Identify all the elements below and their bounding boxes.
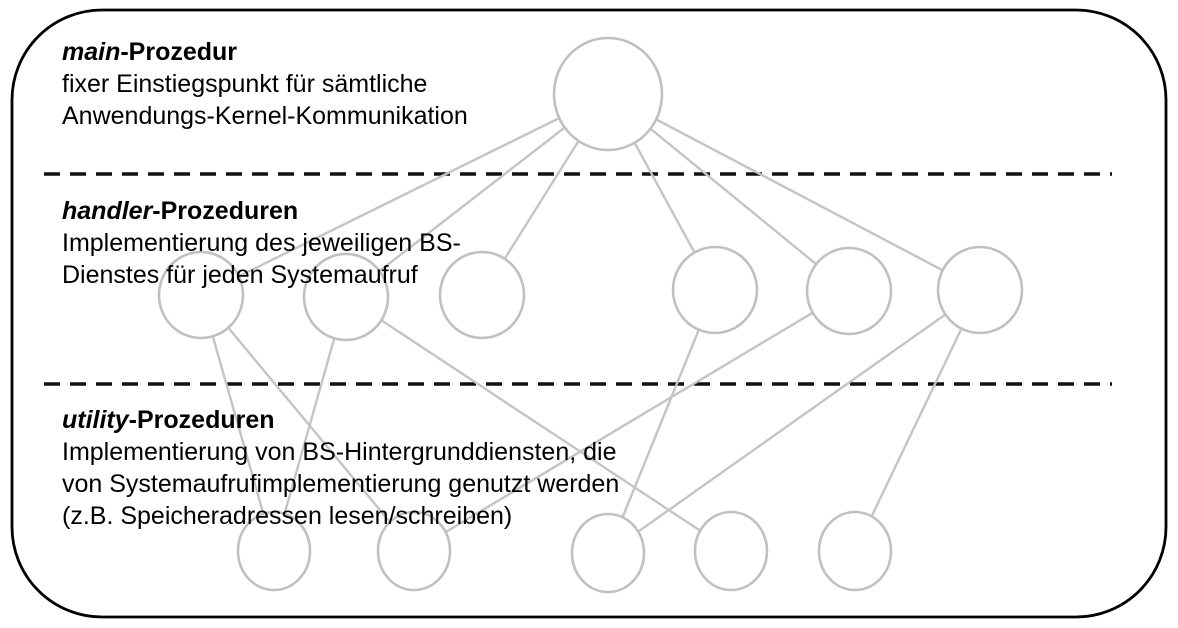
- main-keyword: main: [62, 38, 121, 66]
- handler-description-line-2: Dienstes für jeden Systemaufruf: [62, 261, 418, 289]
- node-utility-procedure-u1: [236, 510, 312, 592]
- utility-procedures-label-block: utility-Prozeduren Implementierung von B…: [62, 404, 619, 532]
- main-procedure-title: main-Prozedur: [62, 36, 468, 68]
- node-handler-procedure-h6: [936, 245, 1024, 335]
- node-main-procedure-main: [552, 36, 664, 152]
- edge-h4-u3: [606, 289, 717, 554]
- edge-main-h6: [607, 92, 981, 292]
- edge-h6-u5: [853, 289, 982, 552]
- edge-h1-u1: [199, 294, 276, 552]
- node-utility-procedure-u4: [693, 510, 769, 592]
- node-handler-procedure-h4: [671, 245, 759, 335]
- main-description-line-1: fixer Einstiegspunkt für sämtliche: [62, 70, 428, 98]
- edge-h5-u2: [413, 289, 850, 553]
- node-handler-procedure-h3: [438, 250, 526, 340]
- frame-border: [10, 8, 1168, 619]
- main-procedure-label-block: main-Prozedur fixer Einstiegspunkt für s…: [62, 36, 468, 132]
- node-utility-procedure-u3: [570, 512, 646, 594]
- handler-keyword: handler: [62, 197, 153, 225]
- utility-keyword: utility: [62, 406, 129, 434]
- node-handler-procedure-h5: [805, 246, 893, 336]
- utility-procedures-title: utility-Prozeduren: [62, 404, 619, 436]
- handler-procedures-label-block: handler-Prozeduren Implementierung des j…: [62, 195, 461, 291]
- node-utility-procedure-u5: [817, 510, 893, 592]
- edge-main-h1: [200, 92, 609, 297]
- handler-title-suffix: -Prozeduren: [152, 197, 299, 225]
- utility-title-suffix: -Prozeduren: [128, 406, 275, 434]
- main-title-suffix: -Prozedur: [120, 38, 238, 66]
- main-description-line-2: Anwendungs-Kernel-Kommunikation: [62, 102, 468, 130]
- node-utility-procedure-u2: [376, 510, 452, 592]
- utility-description-line-2: von Systemaufrufimplementierung genutzt …: [62, 470, 620, 498]
- handler-procedures-title: handler-Prozeduren: [62, 195, 461, 227]
- handler-description-line-1: Implementierung des jeweiligen BS-: [62, 229, 461, 257]
- utility-description-line-3: (z.B. Speicheradressen lesen/schreiben): [62, 502, 513, 530]
- edge-h6-u3: [607, 289, 981, 554]
- utility-description-line-1: Implementierung von BS-Hintergrunddienst…: [62, 438, 617, 466]
- edge-h2-u4: [345, 295, 732, 553]
- node-handler-procedure-h2: [302, 252, 390, 342]
- node-handler-procedure-h1: [157, 250, 245, 340]
- edge-h1-u2: [200, 294, 415, 552]
